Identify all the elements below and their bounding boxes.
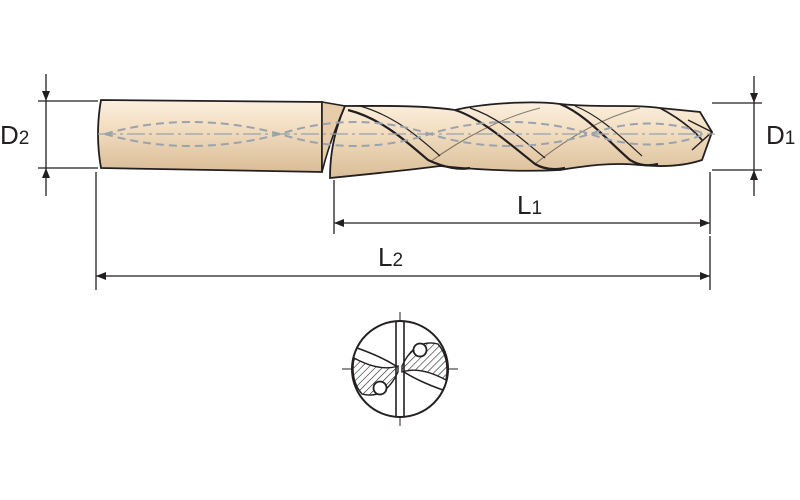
drill-shank [97,99,323,173]
d2-label: D2 [0,120,29,150]
l2-label: L2 [378,242,403,272]
dimension-l2: L2 [95,172,711,290]
coolant-channel-lower [104,121,706,147]
flute-spiral-1 [347,108,471,170]
section-flute-lower [403,371,444,391]
flute-back-helix-1 [429,107,541,163]
flute-back-helix-2 [534,107,641,165]
flute-spiral-3 [454,108,566,171]
section-coolant-hole-bottom [372,380,388,396]
dimension-d1: D1 [712,76,795,196]
drill-side-view-icon [97,99,715,179]
d1-label: D1 [766,120,795,150]
drill-point [687,119,714,151]
l1-label: L1 [517,190,542,220]
flute-spiral-5 [559,102,659,167]
drill-cross-section-icon [342,312,458,426]
coolant-channel-upper [104,121,706,147]
flute-spiral-4 [469,107,546,159]
dimension-l1: L1 [333,172,711,234]
section-coolant-hole-top [412,342,428,358]
section-flute-upper [356,347,397,367]
dimension-d2: D2 [0,74,98,196]
